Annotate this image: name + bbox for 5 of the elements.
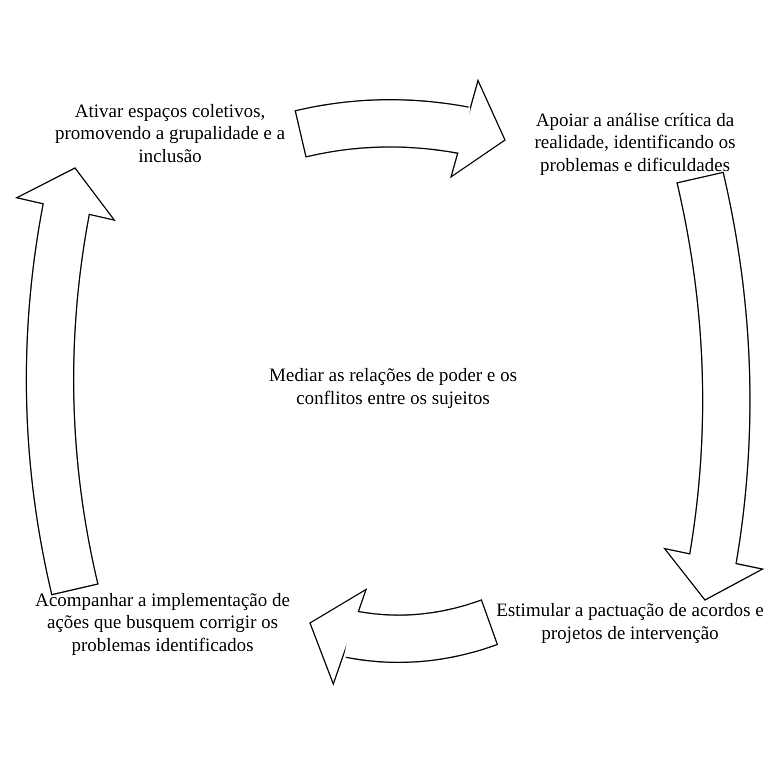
step-label: Apoiar a análise crítica da realidade, identificando os problemas e dificuldades [505, 110, 765, 177]
step-label: Mediar as relações de poder e os conflitos entre os sujeitos [258, 365, 528, 410]
step-label: Acompanhar a implementação de ações que busquem corrigir os problemas identificados [15, 590, 310, 657]
step-label: Estimular a pactuação de acordos e projetos de intervenção [490, 600, 770, 645]
step-label: Ativar espaços coletivos, promovendo a grupalidade e a inclusão [40, 101, 300, 168]
